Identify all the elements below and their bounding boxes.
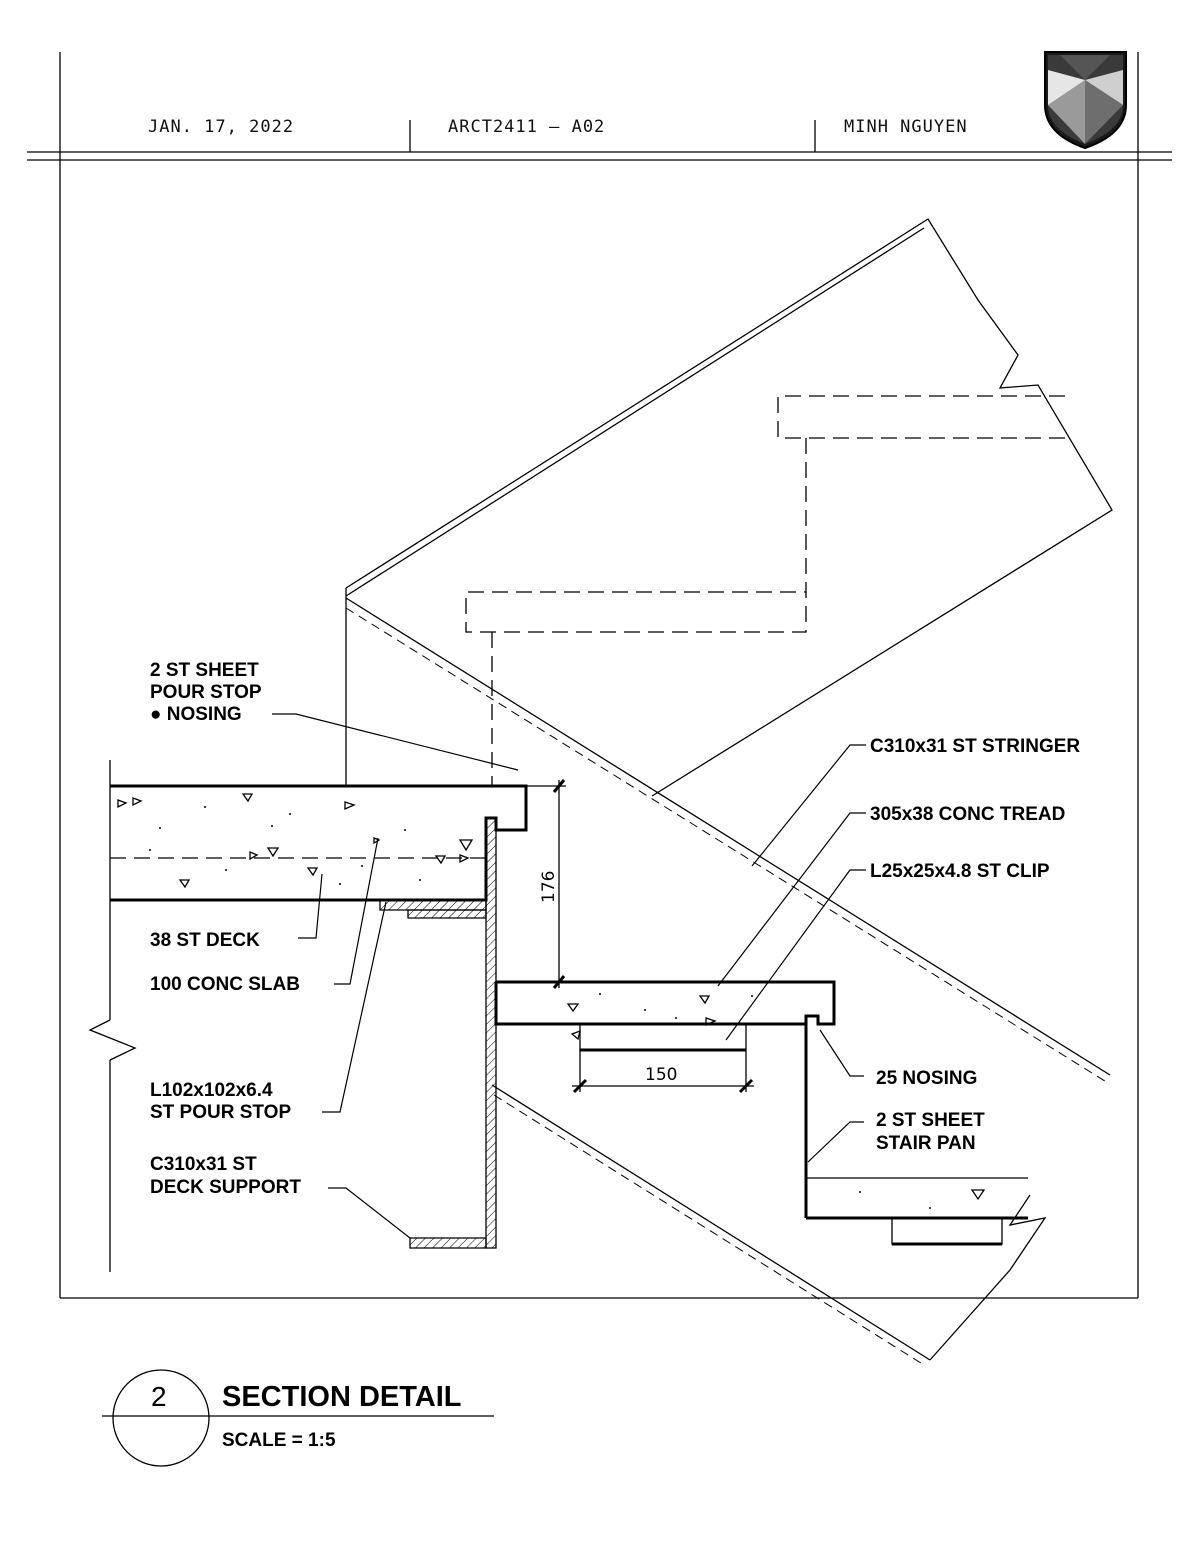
steel-sections [379, 817, 497, 1249]
label-line-2: ST POUR STOP [150, 1102, 291, 1123]
detail-title-block: 2 SECTION DETAIL SCALE = 1:5 [102, 1369, 494, 1467]
concrete-tread [494, 980, 1028, 1246]
label-line-2: STAIR PAN [876, 1133, 976, 1154]
label-line-1: 2 ST SHEET [150, 660, 259, 681]
sheet-border [27, 52, 1172, 1299]
label-line-1: L102x102x6.4 [150, 1080, 273, 1101]
label-line-1: 2 ST SHEET [876, 1110, 985, 1131]
detail-number: 2 [151, 1381, 167, 1412]
author-name: MINH NGUYEN [844, 117, 968, 137]
dimension-lines [526, 779, 754, 1094]
detail-title: SECTION DETAIL [222, 1381, 462, 1413]
label-st-clip: L25x25x4.8 ST CLIP [870, 861, 1050, 882]
callout-pour-stop: L102x102x6.4 ST POUR STOP [150, 1080, 291, 1123]
callout-pour-stop-nosing: 2 ST SHEET POUR STOP ● NOSING [150, 660, 262, 725]
label-conc-slab: 100 CONC SLAB [150, 974, 300, 995]
stair-stringer [345, 218, 1113, 1366]
detail-scale: SCALE = 1:5 [222, 1430, 336, 1451]
label-st-deck: 38 ST DECK [150, 930, 260, 951]
hidden-treads [465, 395, 1065, 786]
label-stringer: C310x31 ST STRINGER [870, 736, 1080, 757]
callout-stair-pan: 2 ST SHEET STAIR PAN [876, 1110, 985, 1154]
label-line-3: ● NOSING [150, 704, 242, 725]
drawing-date: JAN. 17, 2022 [148, 117, 294, 137]
riser-dimension: 176 [539, 871, 559, 903]
clip-dimension: 150 [645, 1065, 677, 1085]
leader-lines [272, 713, 866, 1239]
label-line-1: C310x31 ST [150, 1154, 257, 1175]
label-nosing: 25 NOSING [876, 1068, 977, 1089]
label-line-2: POUR STOP [150, 682, 262, 703]
callout-deck-support: C310x31 ST DECK SUPPORT [150, 1154, 301, 1198]
nait-shield-logo [1044, 51, 1127, 150]
label-line-2: DECK SUPPORT [150, 1177, 301, 1198]
project-code: ARCT2411 – A02 [448, 117, 605, 137]
label-conc-tread: 305x38 CONC TREAD [870, 804, 1065, 825]
